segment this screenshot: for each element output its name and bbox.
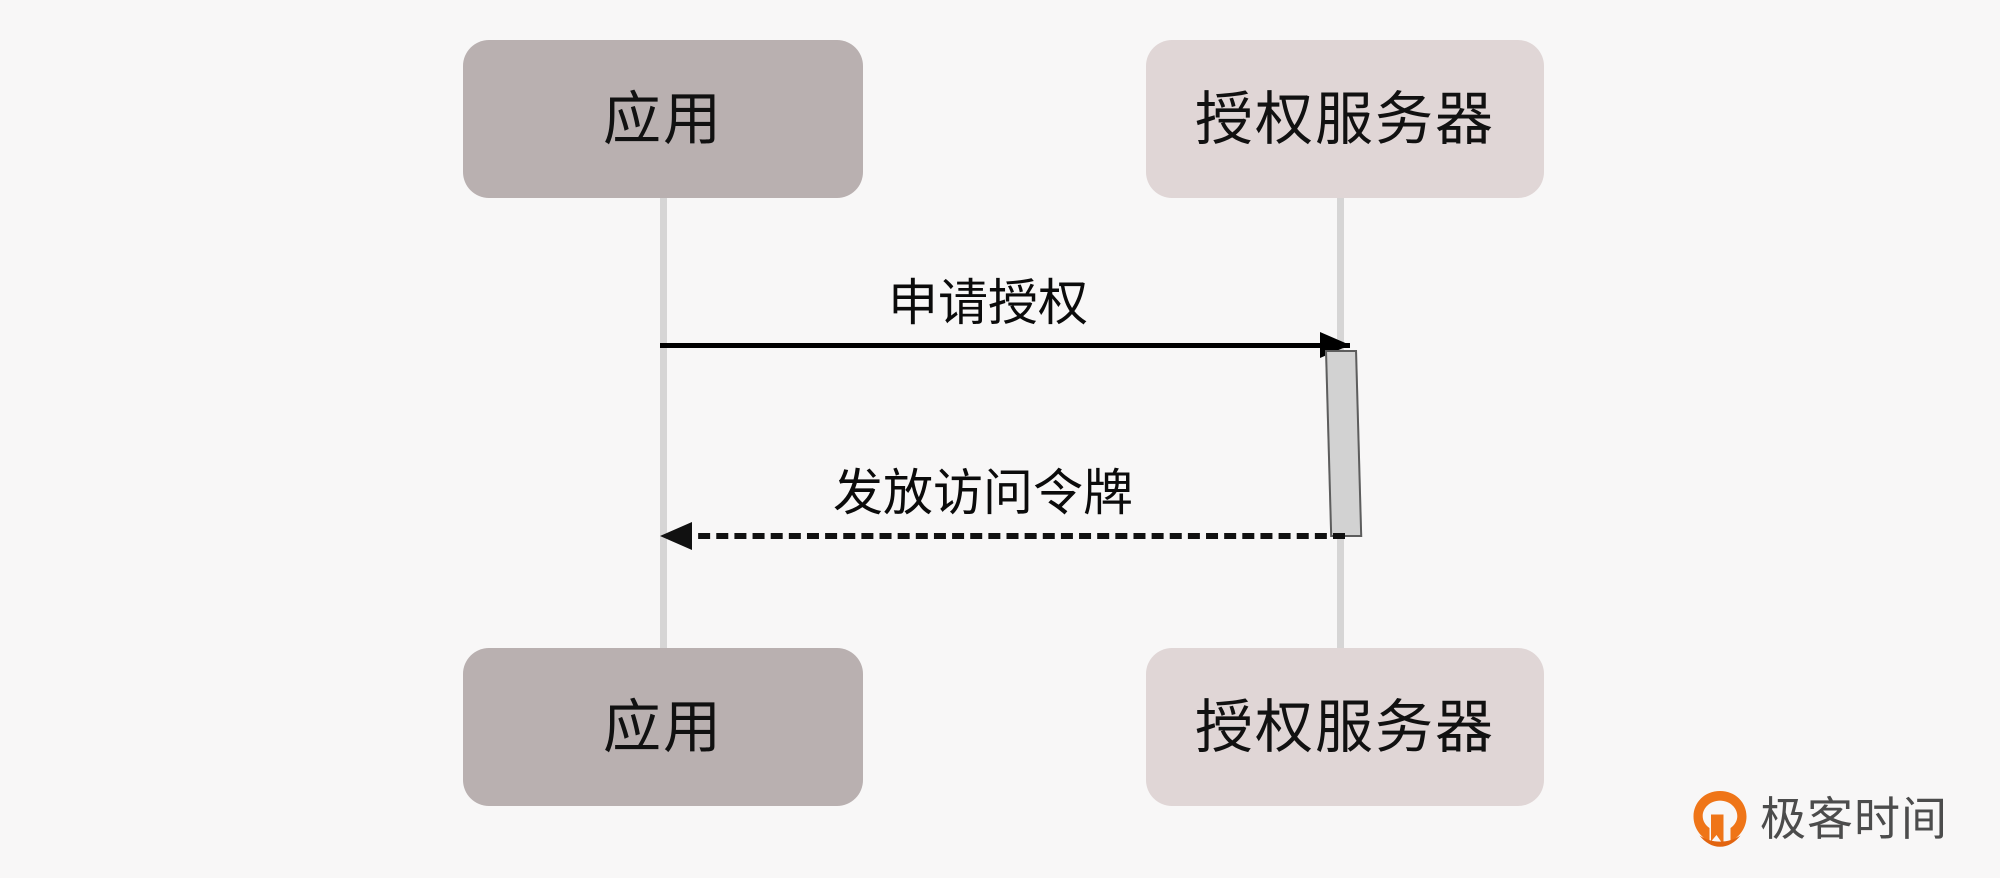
participant-label-app-bottom: 应用 bbox=[602, 693, 723, 761]
participant-box-auth-server-top[interactable]: 授权服务器 bbox=[1146, 40, 1544, 198]
participant-label-auth-server-bottom: 授权服务器 bbox=[1194, 693, 1495, 761]
participant-box-app-top[interactable]: 应用 bbox=[463, 40, 863, 198]
lifeline-app bbox=[660, 197, 667, 650]
message-line-issue-access-token bbox=[680, 533, 1345, 539]
message-line-request-authorization bbox=[660, 343, 1350, 348]
message-label-request-authorization: 申请授权 bbox=[888, 274, 1088, 332]
participant-box-app-bottom[interactable]: 应用 bbox=[463, 648, 863, 806]
brand-watermark: 极客时间 bbox=[1692, 790, 1948, 848]
participant-label-auth-server-top: 授权服务器 bbox=[1194, 85, 1495, 153]
geektime-pin-icon bbox=[1693, 791, 1747, 847]
participant-box-auth-server-bottom[interactable]: 授权服务器 bbox=[1146, 648, 1544, 806]
activation-bar-auth-server bbox=[1325, 350, 1363, 537]
brand-name-label: 极客时间 bbox=[1760, 792, 1948, 846]
participant-label-app-top: 应用 bbox=[602, 85, 723, 153]
arrowhead-issue-access-token bbox=[660, 522, 692, 550]
message-label-issue-access-token: 发放访问令牌 bbox=[833, 464, 1133, 522]
